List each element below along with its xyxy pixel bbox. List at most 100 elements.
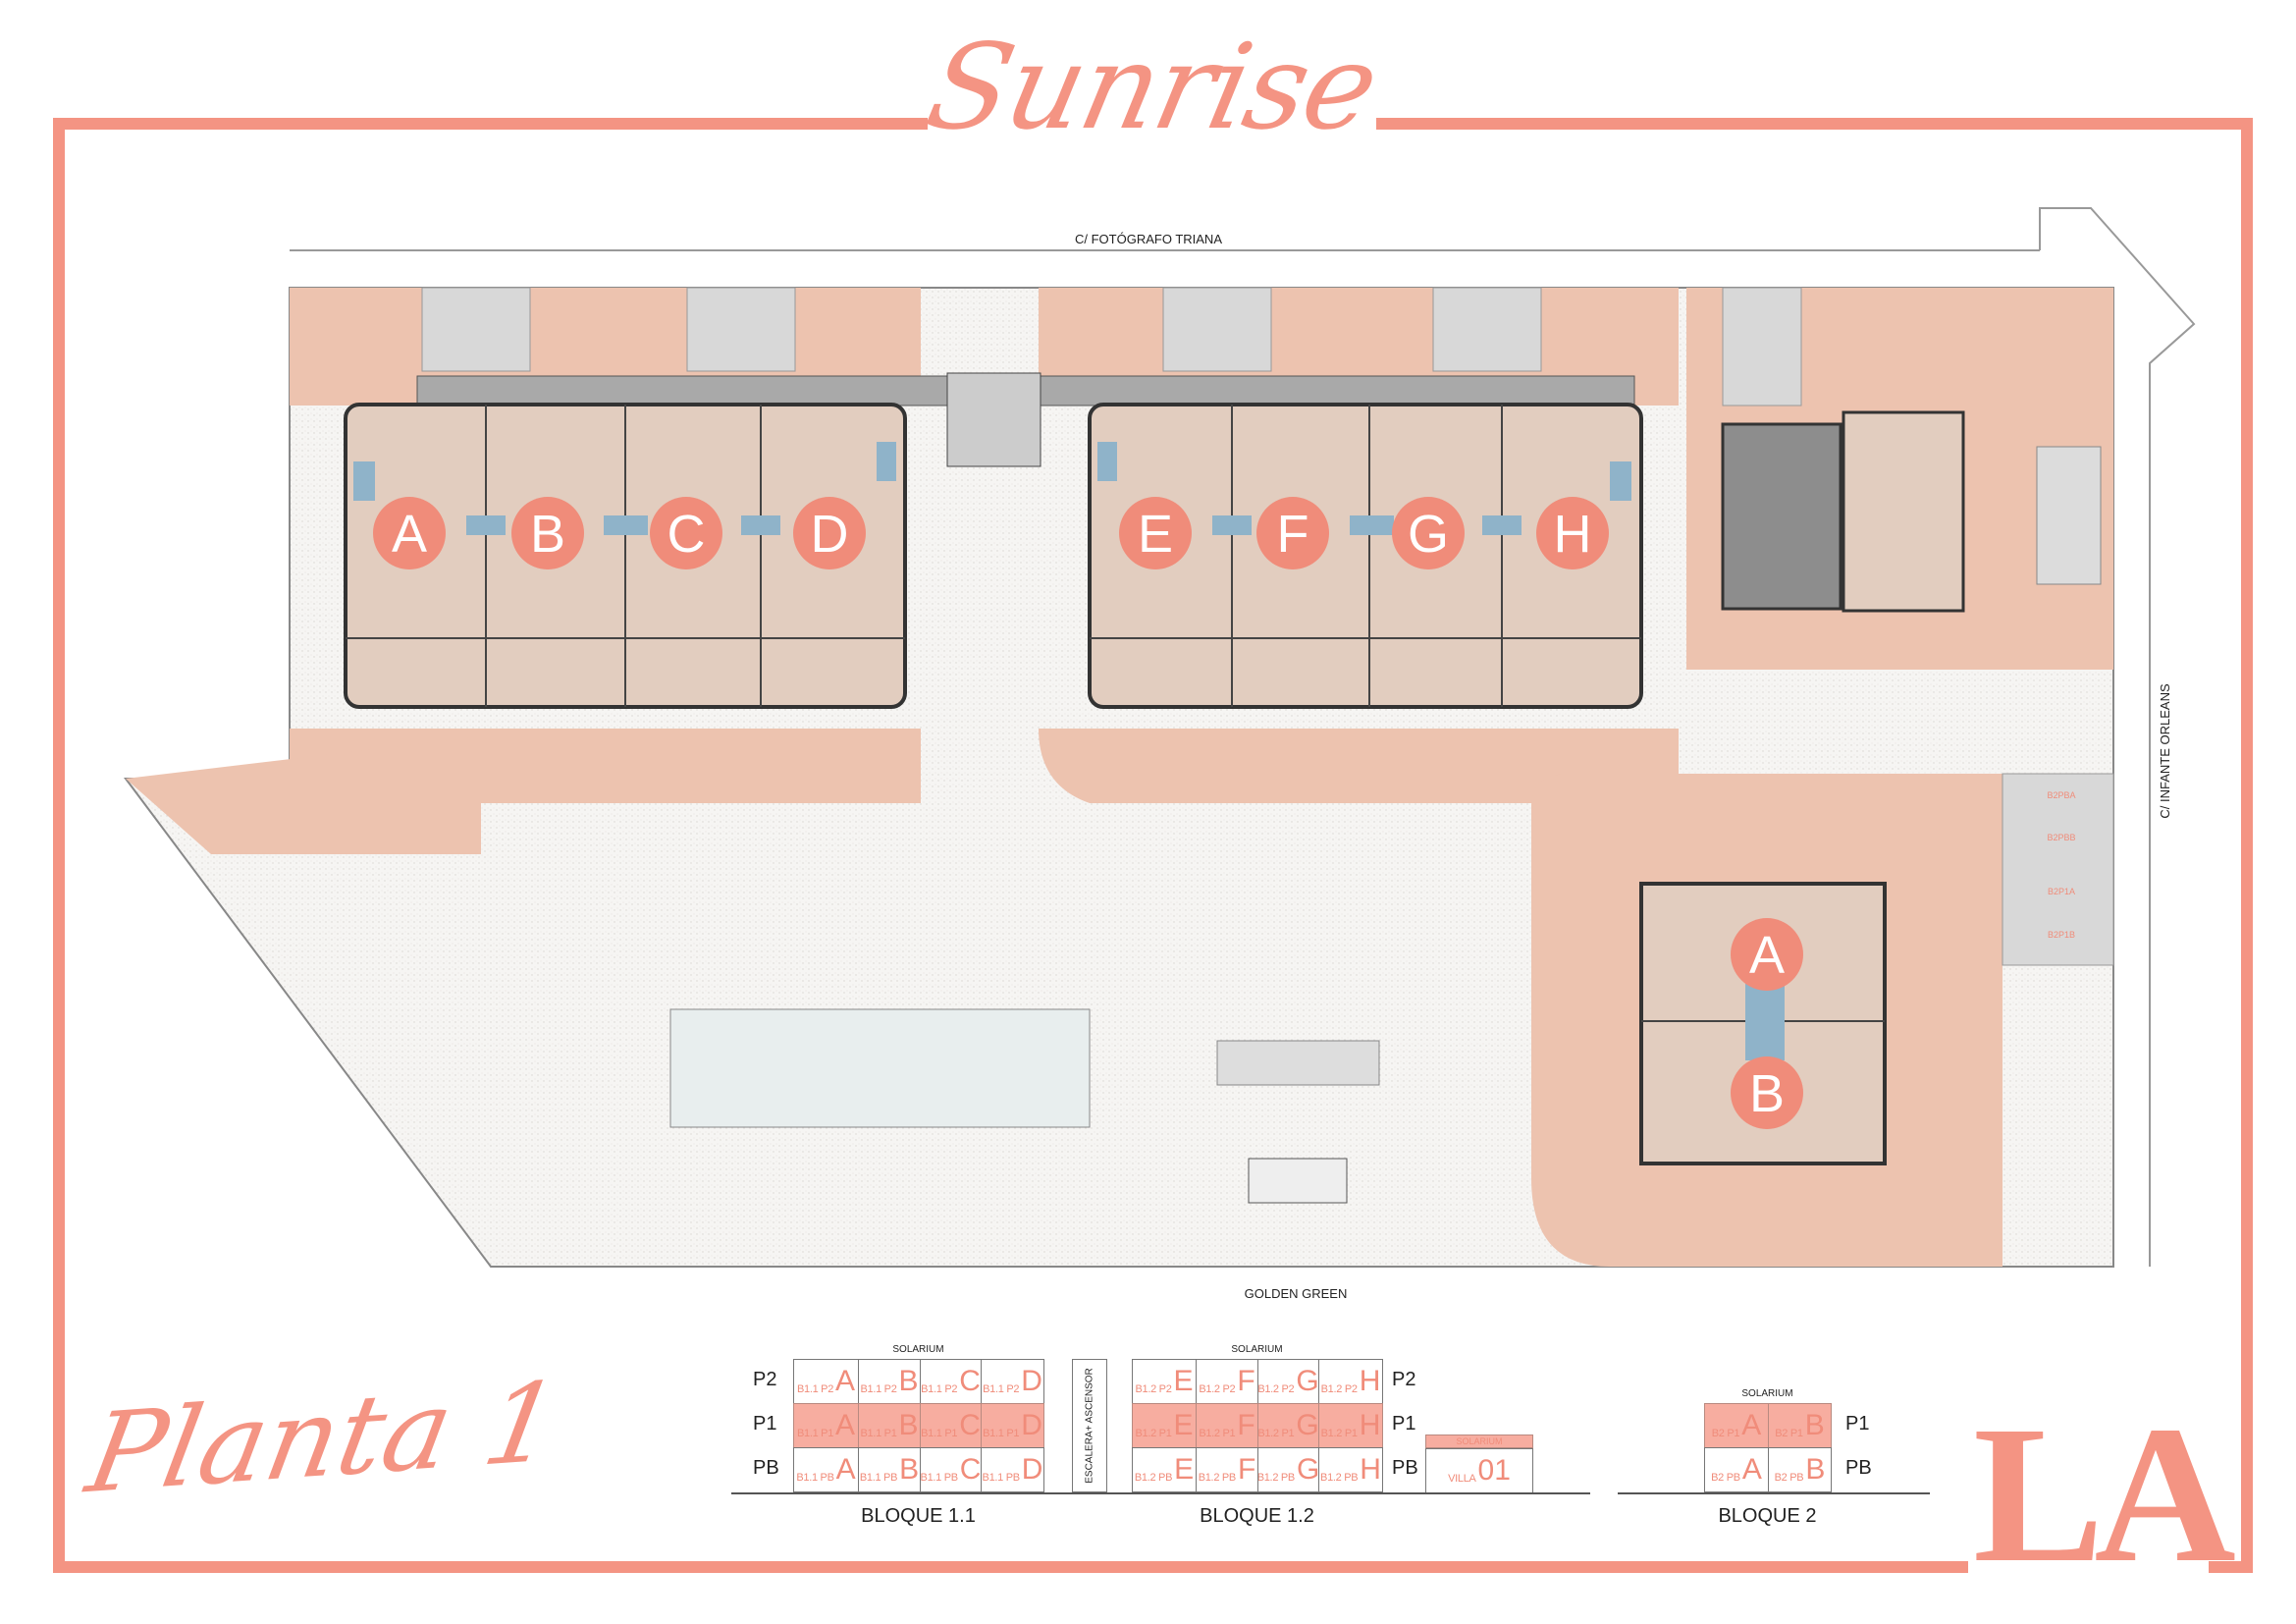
unit-code: B1.1 P2 (796, 1383, 834, 1395)
unit-letter: B (1805, 1453, 1826, 1486)
unit-marker-block-2[interactable]: B (1731, 1056, 1803, 1129)
unit-code: B1.2 P1 (1257, 1428, 1295, 1439)
unit-code: B1.1 PB (859, 1472, 898, 1484)
solarium-label: SOLARIUM (1741, 1388, 1793, 1399)
unit-letter: E (1174, 1453, 1195, 1486)
unit-code: B2 P1 (1711, 1428, 1740, 1439)
unit-marker-block-1-2[interactable]: F (1256, 497, 1329, 569)
block-name: BLOQUE 1.1 (861, 1505, 976, 1527)
unit-letter: B (899, 1453, 920, 1486)
street-line-east (2039, 207, 2196, 1267)
level-label: P1 (1845, 1413, 1870, 1435)
unit-marker-block-1-1[interactable]: D (793, 497, 866, 569)
villa-solarium: SOLARIUM (1425, 1435, 1533, 1448)
unit-code: B1.2 P1 (1135, 1428, 1172, 1439)
block-name: BLOQUE 2 (1718, 1505, 1817, 1527)
parking-spaces (421, 287, 2114, 966)
unit-letter: C (959, 1365, 981, 1397)
unit-code: B1.1 P1 (983, 1428, 1020, 1439)
unit-code: B1.1 P1 (860, 1428, 897, 1439)
level-label: PB (1845, 1457, 1872, 1479)
unit-code: B1.2 P1 (1320, 1428, 1358, 1439)
unit-marker-circle (1119, 497, 1192, 569)
unit-marker-block-1-1[interactable]: A (373, 497, 446, 569)
unit-letter: F (1237, 1453, 1256, 1486)
street-south-label: GOLDEN GREEN (1245, 1286, 1348, 1301)
unit-letter: F (1237, 1365, 1255, 1397)
legend-baseline (1618, 1492, 1930, 1494)
unit-marker-letter: E (1138, 505, 1173, 564)
villa-pool (2036, 446, 2102, 585)
unit-letter: A (835, 1409, 856, 1441)
unit-code: B1.1 PB (982, 1472, 1021, 1484)
level-label: PB (753, 1457, 779, 1479)
unit-marker-block-1-2[interactable]: G (1392, 497, 1465, 569)
unit-marker-block-2[interactable]: A (1731, 918, 1803, 991)
unit-code: B2 P1 (1775, 1428, 1803, 1439)
unit-marker-letter: H (1554, 505, 1592, 564)
unit-marker-block-1-1[interactable]: B (511, 497, 584, 569)
unit-marker-circle (793, 497, 866, 569)
unit-marker-circle (1392, 497, 1465, 569)
unit-marker-circle (650, 497, 722, 569)
level-label: P2 (753, 1369, 777, 1390)
unit-code: B1.1 P2 (921, 1383, 958, 1395)
unit-marker-letter: D (811, 505, 849, 564)
unit-code: B1.2 PB (1134, 1472, 1173, 1484)
bar-kiosk (1248, 1158, 1348, 1204)
unit-code: B2 PB (1711, 1472, 1740, 1484)
unit-marker-block-1-2[interactable]: E (1119, 497, 1192, 569)
parking-space-label: B2PBB (2047, 833, 2075, 842)
unit-letter: B (898, 1365, 919, 1397)
unit-marker-block-1-2[interactable]: H (1536, 497, 1609, 569)
unit-marker-letter: B (1749, 1064, 1785, 1123)
unit-letter: C (959, 1409, 981, 1441)
unit-letter: E (1173, 1365, 1194, 1397)
garden-west (126, 736, 481, 854)
unit-code: B1.2 P2 (1320, 1383, 1358, 1395)
pergola (1216, 1040, 1380, 1086)
unit-code: B1.2 P2 (1135, 1383, 1172, 1395)
bathrooms (353, 442, 1631, 535)
level-label: PB (1392, 1457, 1418, 1479)
unit-code: B1.1 P1 (921, 1428, 958, 1439)
unit-marker-circle (1256, 497, 1329, 569)
unit-code: B1.2 P2 (1257, 1383, 1295, 1395)
solarium-label: SOLARIUM (892, 1344, 944, 1355)
unit-marker-letter: B (530, 505, 565, 564)
brand-logo: LA (1973, 1386, 2236, 1603)
unit-letter: G (1296, 1453, 1319, 1486)
unit-marker-letter: A (392, 505, 427, 564)
stair-elevator-label: ESCALERA+ ASCENSOR (1084, 1368, 1095, 1484)
central-pool (669, 1008, 1091, 1128)
unit-marker-block-1-1[interactable]: C (650, 497, 722, 569)
unit-code: B1.1 P2 (860, 1383, 897, 1395)
unit-code: B1.2 PB (1198, 1472, 1237, 1484)
legend-baseline (731, 1492, 1590, 1494)
parking-space-label: B2P1A (2048, 887, 2075, 896)
unit-code: B1.1 P2 (983, 1383, 1020, 1395)
street-north-label: C/ FOTÓGRAFO TRIANA (1075, 232, 1222, 246)
stair-elevator-box: ESCALERA+ ASCENSOR (1072, 1359, 1107, 1492)
unit-letter: G (1296, 1409, 1319, 1441)
